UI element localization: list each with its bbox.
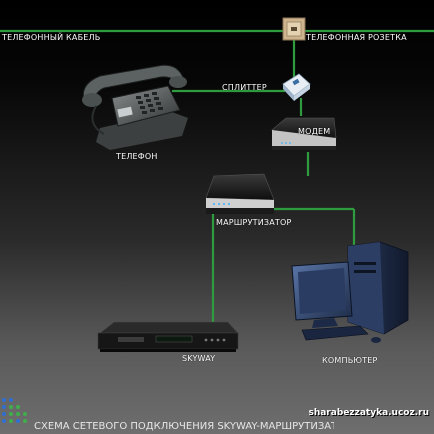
splitter-icon — [282, 73, 311, 101]
phone-label: ТЕЛЕФОН — [116, 152, 158, 161]
modem-icon — [271, 117, 337, 150]
desktop-computer-icon — [291, 241, 409, 343]
router-label: МАРШРУТИЗАТОР — [216, 218, 292, 227]
telephone-icon — [82, 64, 188, 150]
cables — [0, 29, 434, 322]
phone-cable-label: ТЕЛЕФОННЫЙ КАБЕЛЬ — [2, 33, 101, 42]
dot — [23, 419, 27, 423]
wall-socket-icon — [282, 17, 306, 41]
skyway-label: SKYWAY — [182, 354, 216, 363]
dot — [2, 398, 6, 402]
dot — [2, 419, 6, 423]
site-url: sharabezzatyka.ucoz.ru — [308, 408, 429, 418]
dot — [2, 412, 6, 416]
router-icon — [205, 173, 275, 214]
computer-label: КОМПЬЮТЕР — [322, 356, 378, 365]
dot — [23, 412, 27, 416]
dot — [9, 412, 13, 416]
decorative-dots — [2, 398, 32, 432]
splitter-label: СПЛИТТЕР — [222, 83, 267, 92]
dot — [2, 405, 6, 409]
dot — [16, 419, 20, 423]
dot — [9, 398, 13, 402]
dot — [16, 412, 20, 416]
phone-socket-label: ТЕЛЕФОННАЯ РОЗЕТКА — [306, 33, 407, 42]
dot — [9, 419, 13, 423]
satellite-receiver-icon — [97, 321, 239, 352]
footer-caption: СХЕМА СЕТЕВОГО ПОДКЛЮЧЕНИЯ SKYWAY-МАРШРУ… — [34, 421, 334, 432]
dot — [16, 405, 20, 409]
dot — [9, 405, 13, 409]
modem-label: МОДЕМ — [298, 127, 331, 136]
